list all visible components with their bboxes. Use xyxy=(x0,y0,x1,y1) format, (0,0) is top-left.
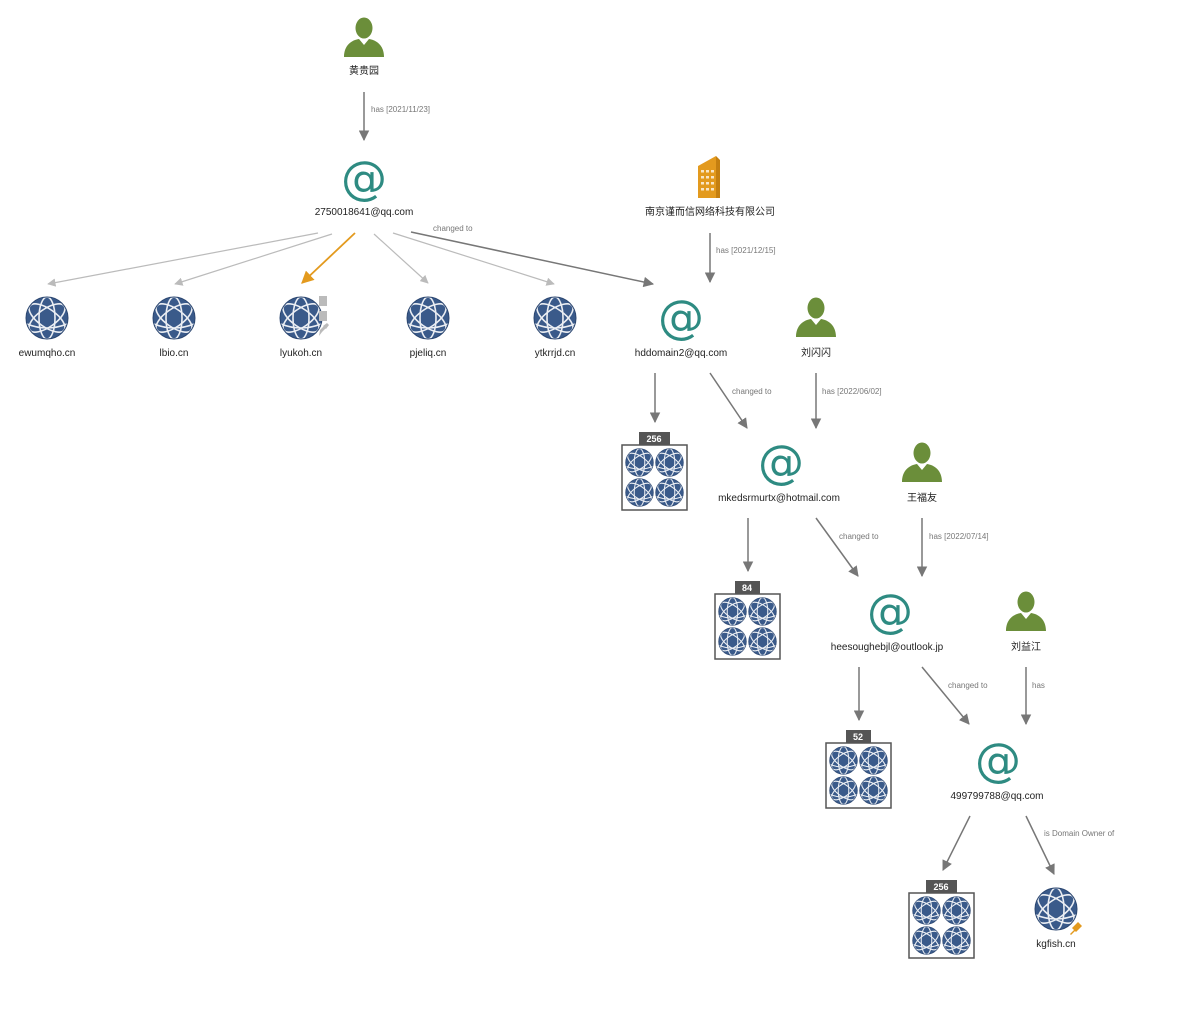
globe-icon xyxy=(1034,887,1078,931)
edges: has [2021/11/23] changed to has [2021/12… xyxy=(47,92,1115,875)
node-label: 黄贵园 xyxy=(349,64,379,77)
count-badge xyxy=(639,432,670,445)
at-icon: @ xyxy=(867,584,913,638)
edge-label-huang-has: has [2021/11/23] xyxy=(371,105,430,114)
edge-label-liushan-has: has [2022/06/02] xyxy=(822,387,882,396)
node-email-qq2[interactable]: @ 499799788@qq.com xyxy=(951,733,1044,802)
edge-qq1-changed xyxy=(410,231,655,288)
person-icon xyxy=(1006,591,1046,631)
edge-qq1-lbio xyxy=(174,233,333,286)
node-label: 南京谨而信网络科技有限公司 xyxy=(645,205,775,218)
edge-label-hd-changed: changed to xyxy=(732,387,772,396)
edge-hd-changed xyxy=(709,372,748,429)
node-label: 刘闪闪 xyxy=(801,346,831,359)
edge-label-hotmail-changed: changed to xyxy=(839,532,879,541)
globe-icon xyxy=(152,296,196,340)
count-badge xyxy=(735,581,760,594)
edge-label-outlook-changed: changed to xyxy=(948,681,988,690)
node-person-liuyi[interactable]: 刘益江 xyxy=(1006,591,1046,654)
at-icon: @ xyxy=(658,290,704,344)
node-label: ytkrrjd.cn xyxy=(535,348,576,359)
edge-qq1-pjeliq xyxy=(373,233,429,284)
edge-qq1-lyukoh xyxy=(301,232,356,284)
badge-icons xyxy=(319,296,329,336)
edge-label-wang-has: has [2022/07/14] xyxy=(929,532,989,541)
node-email-qq1[interactable]: @ 2750018641@qq.com xyxy=(315,151,414,218)
globe-icon xyxy=(279,296,323,340)
count-badge xyxy=(926,880,957,893)
node-label: pjeliq.cn xyxy=(410,348,447,359)
node-domain-group-52[interactable]: 52 xyxy=(825,730,892,809)
node-email-hddomain2[interactable]: @ hddomain2@qq.com xyxy=(635,290,727,359)
edge-label-qq1-changed: changed to xyxy=(433,224,473,233)
edge-label-liuyi-has: has xyxy=(1032,681,1045,690)
at-icon: @ xyxy=(341,151,387,205)
node-label: hddomain2@qq.com xyxy=(635,348,727,359)
pin-icon xyxy=(1070,922,1082,935)
node-domain-lyukoh[interactable]: lyukoh.cn xyxy=(279,296,329,359)
edge-label-qq2-owner: is Domain Owner of xyxy=(1044,829,1115,838)
node-label: kgfish.cn xyxy=(1036,939,1075,950)
node-domain-group-84[interactable]: 84 xyxy=(714,581,781,660)
count-badge-text: 84 xyxy=(742,583,752,593)
edge-qq1-ytkrrjd xyxy=(392,232,555,286)
node-label: 499799788@qq.com xyxy=(951,791,1044,802)
node-label: 王福友 xyxy=(907,491,937,504)
node-label: 2750018641@qq.com xyxy=(315,207,414,218)
count-badge-text: 256 xyxy=(646,434,661,444)
count-badge xyxy=(846,730,871,743)
node-person-huang[interactable]: 黄贵园 xyxy=(344,17,384,78)
globe-icon xyxy=(533,296,577,340)
node-label: lbio.cn xyxy=(160,348,189,359)
node-label: ewumqho.cn xyxy=(19,348,76,359)
node-email-hotmail[interactable]: @ mkedsrmurtx@hotmail.com xyxy=(718,435,840,504)
node-person-liushan[interactable]: 刘闪闪 xyxy=(796,297,836,360)
edge-hotmail-changed xyxy=(815,517,859,577)
node-domain-pjeliq[interactable]: pjeliq.cn xyxy=(406,296,451,359)
node-domain-kgfish[interactable]: kgfish.cn xyxy=(1034,887,1082,950)
node-domain-lbio[interactable]: lbio.cn xyxy=(152,296,197,359)
person-icon xyxy=(796,297,836,337)
at-icon: @ xyxy=(975,733,1021,787)
globe-icon xyxy=(406,296,450,340)
node-label: mkedsrmurtx@hotmail.com xyxy=(718,493,840,504)
node-label: heesoughebjl@outlook.jp xyxy=(831,642,944,653)
node-domain-group-256a[interactable]: 256 xyxy=(621,432,688,511)
at-icon: @ xyxy=(758,435,804,489)
count-badge-text: 52 xyxy=(853,732,863,742)
node-label: lyukoh.cn xyxy=(280,348,322,359)
node-domain-ytkrrjd[interactable]: ytkrrjd.cn xyxy=(533,296,578,359)
count-badge-text: 256 xyxy=(933,882,948,892)
node-label: 刘益江 xyxy=(1011,640,1041,653)
edge-qq2-group xyxy=(942,815,971,871)
node-domain-ewumqho[interactable]: ewumqho.cn xyxy=(19,296,76,359)
node-person-wang[interactable]: 王福友 xyxy=(902,442,942,505)
node-email-outlook[interactable]: @ heesoughebjl@outlook.jp xyxy=(831,584,944,653)
globe-icon xyxy=(25,296,69,340)
person-icon xyxy=(902,442,942,482)
edge-outlook-changed xyxy=(921,666,970,725)
edge-qq1-ewumqho xyxy=(47,232,319,287)
edge-qq2-owner xyxy=(1025,815,1055,875)
edge-label-company-has: has [2021/12/15] xyxy=(716,246,776,255)
person-icon xyxy=(344,17,384,57)
node-domain-group-256b[interactable]: 256 xyxy=(908,880,975,959)
building-icon xyxy=(698,156,720,198)
node-company-nj[interactable]: 南京谨而信网络科技有限公司 xyxy=(645,156,775,218)
